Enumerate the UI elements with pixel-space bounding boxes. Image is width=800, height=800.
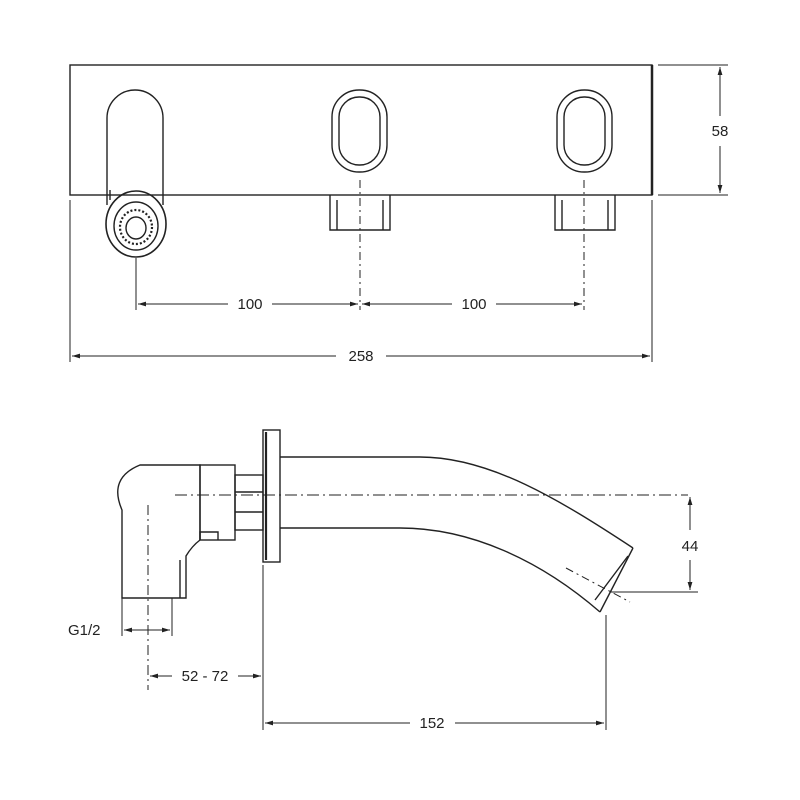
spout-side (280, 456, 634, 613)
dim-total-width: 258 (348, 348, 373, 365)
dim-thread: G1/2 (68, 622, 101, 639)
dim-spacing-right: 100 (461, 296, 486, 313)
dim-projection: 152 (419, 715, 444, 732)
handle-right (554, 89, 616, 231)
wall-flange (262, 429, 281, 563)
aerator-icon (118, 208, 154, 246)
dim-spacing-left: 100 (237, 296, 262, 313)
dim-wall-depth: 52 - 72 (182, 668, 229, 685)
front-view (69, 64, 728, 362)
spout-front (105, 89, 167, 258)
side-view (117, 429, 698, 730)
valve-body (117, 464, 264, 599)
handle-left (329, 89, 391, 231)
dim-height: 58 (712, 123, 729, 140)
dim-spout-drop: 44 (682, 538, 699, 555)
